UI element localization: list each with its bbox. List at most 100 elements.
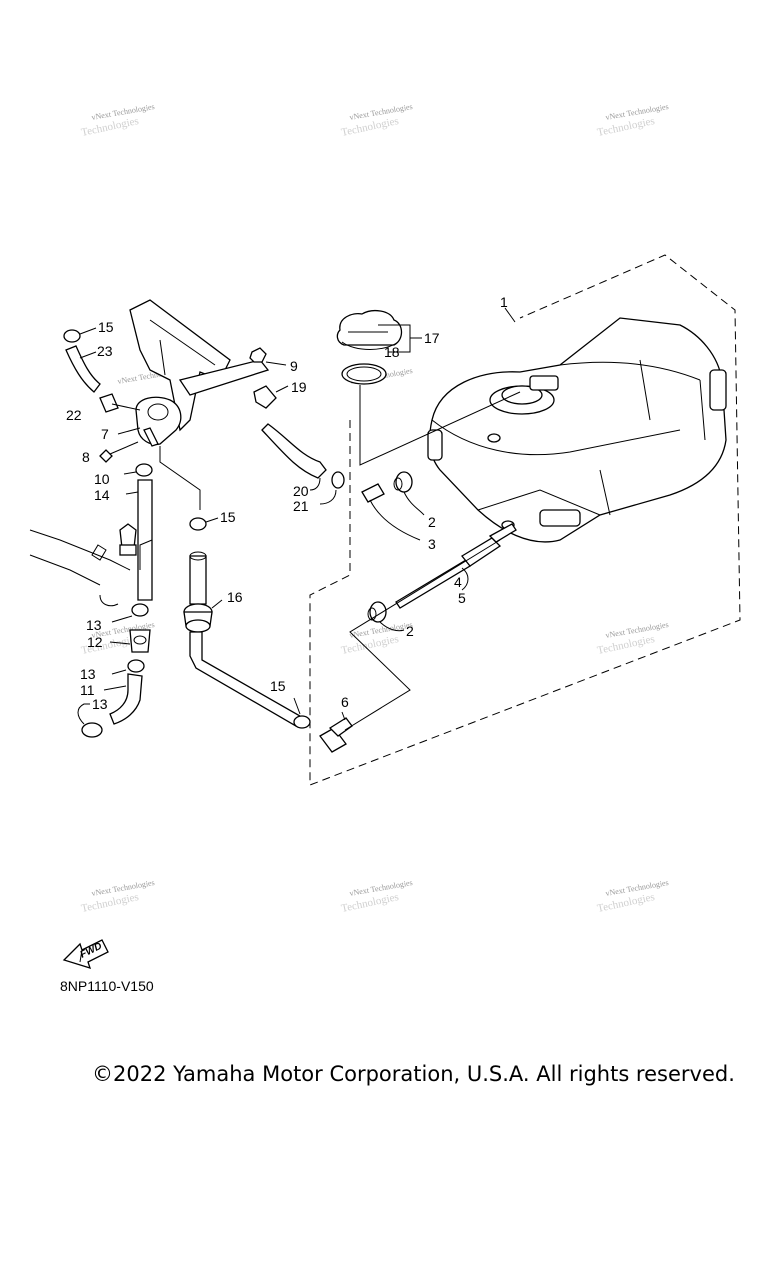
tank-assembly-boundary: [309, 254, 741, 786]
callout-14: 14: [94, 487, 110, 503]
leader-10: [123, 471, 137, 475]
callout-13-b: 13: [80, 666, 96, 682]
frame-bracket: [129, 299, 270, 432]
vent-hose-clamp: [331, 471, 345, 489]
hose-to-filter: [189, 555, 207, 605]
leader-14: [125, 491, 139, 495]
callout-2-upper: 2: [428, 514, 436, 530]
leader-14-frame: [139, 539, 153, 570]
callout-23: 23: [97, 343, 113, 359]
callout-4: 4: [454, 574, 462, 590]
clamp-13-a: [131, 603, 149, 617]
screw: [99, 449, 113, 463]
copyright-notice: ©2022 Yamaha Motor Corporation, U.S.A. A…: [92, 1062, 735, 1086]
forward-arrow: FWD: [62, 939, 109, 969]
leader-23: [79, 351, 97, 359]
clamp-13-b: [127, 659, 145, 673]
callout-17: 17: [424, 330, 440, 346]
leader-11: [103, 685, 127, 691]
leader-17: [378, 324, 422, 353]
clamp-13-c: [81, 722, 103, 738]
callout-15-bottom: 15: [270, 678, 286, 694]
nut: [249, 347, 267, 363]
callout-1: 1: [500, 294, 508, 310]
hose-14: [137, 479, 153, 601]
leader-21: [319, 489, 337, 505]
leader-13-c: [77, 703, 90, 725]
callout-5: 5: [458, 590, 466, 606]
vent-fitting: [361, 483, 385, 503]
screw-shaft: [109, 441, 139, 455]
leader-3: [369, 499, 421, 541]
callout-18: 18: [384, 344, 400, 360]
grommet-upper: [393, 471, 413, 493]
leader-outlet-to-tank: [344, 539, 501, 731]
leader-15-mid: [205, 517, 219, 523]
left-frame-detail: [29, 523, 137, 607]
callout-21: 21: [293, 498, 309, 514]
leader-13-b: [111, 669, 127, 675]
clamp-15-bottom: [293, 715, 311, 729]
callout-22: 22: [66, 407, 82, 423]
leader-cap-to-tank: [359, 385, 521, 466]
callout-10: 10: [94, 471, 110, 487]
leader-16: [211, 599, 223, 609]
clamp-15-mid: [189, 517, 207, 531]
fuel-outlet-fitting: [319, 717, 353, 753]
leader-22: [111, 403, 141, 411]
fitting-22: [99, 393, 119, 413]
callout-19: 19: [291, 379, 307, 395]
callout-6: 6: [341, 694, 349, 710]
callout-8: 8: [82, 449, 90, 465]
fuel-tank: [427, 317, 727, 543]
clamp-15-top: [63, 329, 81, 343]
leader-9: [265, 361, 287, 366]
leader-4-5: [461, 567, 469, 591]
leader-cock-to-filter: [159, 446, 201, 510]
callout-9: 9: [290, 358, 298, 374]
callout-labels: 1 2 2 3 4 5 6 7 8 9 10 11 12 13 13 13 14…: [66, 294, 508, 712]
fuel-filter-12: [129, 629, 151, 653]
leader-13-a: [111, 615, 133, 623]
callout-11: 11: [80, 682, 95, 698]
callout-7: 7: [101, 426, 109, 442]
hose-23: [65, 345, 101, 393]
leader-15-bottom: [293, 697, 301, 715]
hose-to-filter-top: [189, 551, 207, 561]
callout-20: 20: [293, 483, 309, 499]
callout-15-mid: 15: [220, 509, 236, 525]
leader-2-upper: [403, 491, 425, 516]
diagram-code: 8NP1110-V150: [60, 978, 154, 994]
clamp-10: [135, 463, 153, 477]
vent-hose: [261, 423, 327, 479]
callout-13-a: 13: [86, 617, 102, 633]
hose-11: [109, 673, 143, 725]
callout-12: 12: [87, 634, 103, 650]
callout-3: 3: [428, 536, 436, 552]
fuel-cap-gasket-inner: [346, 366, 382, 382]
leader-12: [109, 641, 131, 645]
leader-6: [341, 711, 346, 721]
callout-13-c: 13: [92, 696, 108, 712]
callout-16: 16: [227, 589, 243, 605]
leader-7: [117, 427, 141, 435]
fuel-filter-16: [183, 603, 213, 633]
hose-clip: [253, 385, 277, 409]
leader-19: [275, 385, 289, 393]
fuel-cock: [135, 396, 182, 447]
fuel-cap: [336, 309, 403, 350]
callout-15-top: 15: [98, 319, 114, 335]
fuel-pickup-tube: [395, 523, 517, 609]
leader-2-lower: [379, 621, 405, 632]
callout-2-lower: 2: [406, 623, 414, 639]
leader-1: [504, 307, 516, 323]
leader-15-top: [79, 327, 97, 335]
